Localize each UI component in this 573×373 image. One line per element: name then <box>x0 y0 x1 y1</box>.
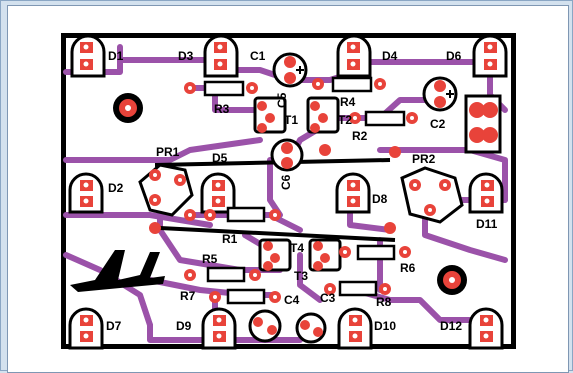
label-c5: C5 <box>275 92 289 108</box>
polarity-marks <box>296 66 454 98</box>
label-t3: T3 <box>294 269 308 283</box>
label-d11: D11 <box>476 217 498 231</box>
label-t2: T2 <box>338 113 352 127</box>
resistors <box>203 76 406 305</box>
label-r5: R5 <box>202 252 218 266</box>
label-r2: R2 <box>352 129 368 143</box>
label-r1: R1 <box>222 232 238 246</box>
label-d7: D7 <box>106 319 122 333</box>
label-d6: D6 <box>446 49 462 63</box>
component-labels: D1 D3 C1 D4 D6 R3 R4 R2 C2 T1 T2 PR1 D5 … <box>106 49 498 333</box>
solder-pads <box>80 42 498 342</box>
label-pr1: PR1 <box>156 145 180 159</box>
logo-at <box>70 250 165 292</box>
label-t1: T1 <box>284 113 298 127</box>
label-d4: D4 <box>382 49 398 63</box>
label-d8: D8 <box>372 192 388 206</box>
label-r6: R6 <box>400 261 416 275</box>
label-r8: R8 <box>376 295 392 309</box>
label-c1: C1 <box>250 49 266 63</box>
label-r7: R7 <box>180 289 196 303</box>
label-d10: D10 <box>374 319 396 333</box>
label-d1: D1 <box>108 49 124 63</box>
label-d9: D9 <box>176 319 192 333</box>
label-c6: C6 <box>279 174 293 190</box>
label-d2: D2 <box>108 181 124 195</box>
label-d5: D5 <box>212 151 228 165</box>
label-c2: C2 <box>430 117 446 131</box>
label-c4: C4 <box>284 293 300 307</box>
label-r4: R4 <box>340 95 356 109</box>
mounting-holes <box>113 93 467 295</box>
label-d3: D3 <box>178 49 194 63</box>
label-d12: D12 <box>440 319 462 333</box>
label-r3: R3 <box>214 102 230 116</box>
label-t4: T4 <box>290 241 304 255</box>
label-pr2: PR2 <box>412 152 436 166</box>
label-c3: C3 <box>320 291 336 305</box>
